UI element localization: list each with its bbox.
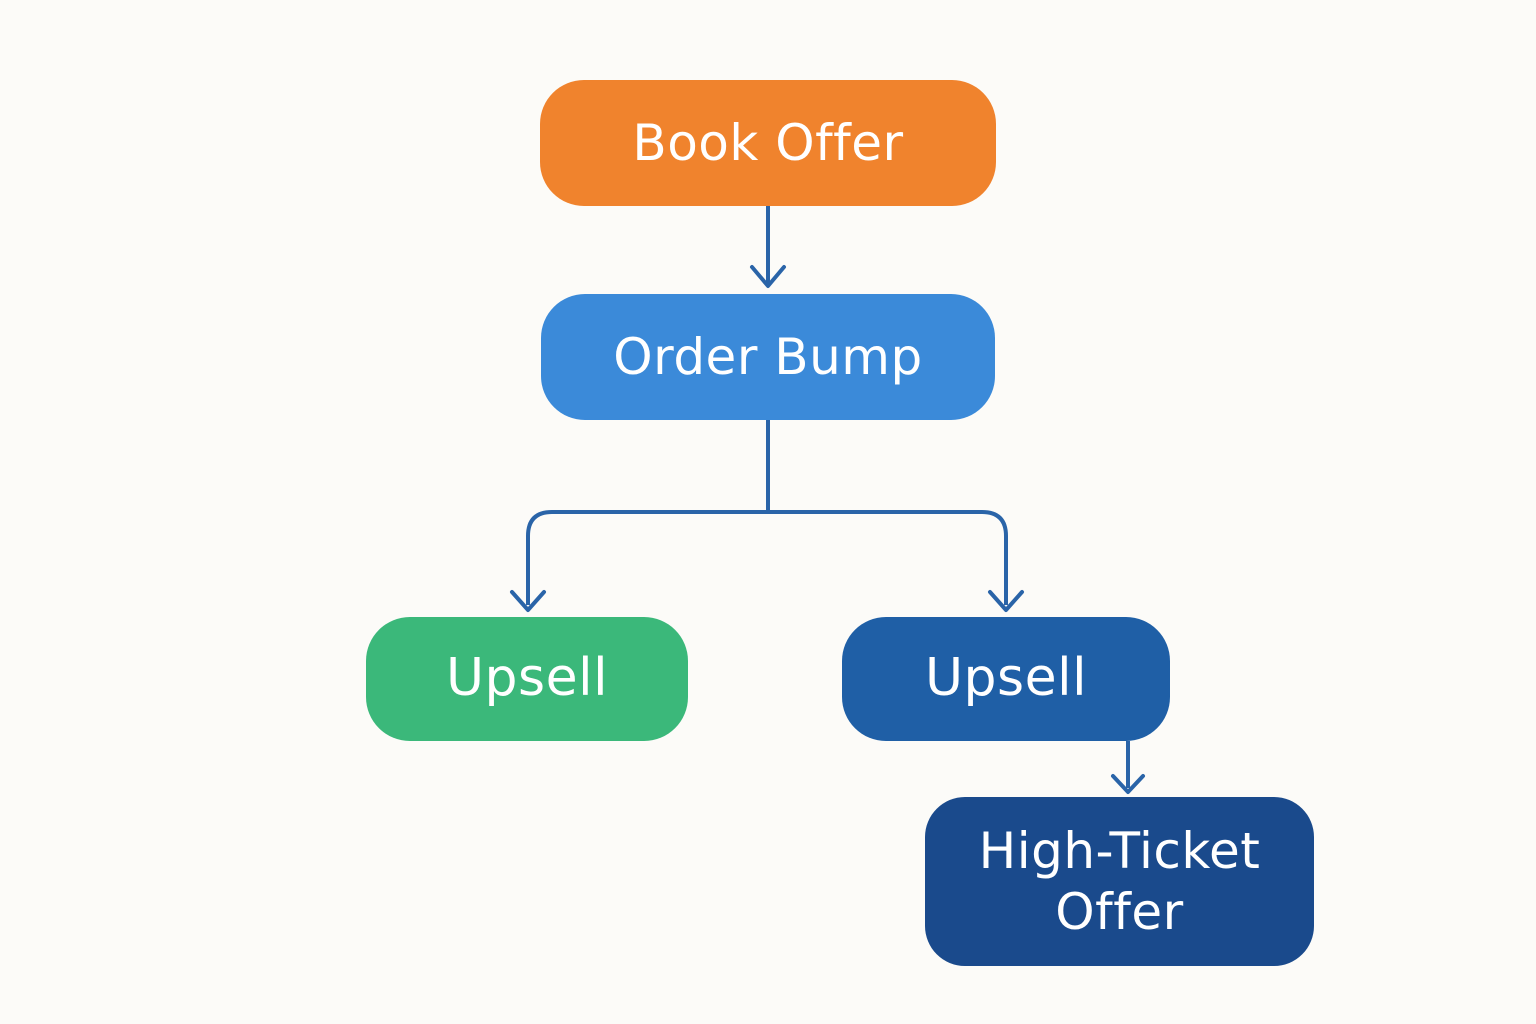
branch-to-upsell-right [768,510,1008,605]
order-bump-node: Order Bump [541,294,995,420]
book-offer-node: Book Offer [540,80,996,206]
upsell-green-label: Upsell [445,648,609,709]
arrowhead-to-upsell-right [988,590,1024,612]
upsell-node-blue: Upsell [842,617,1170,741]
high-ticket-offer-label: High-Ticket Offer [978,821,1261,941]
arrowhead-upsell-to-high-ticket [1111,774,1145,794]
order-bump-label: Order Bump [613,327,923,386]
arrowhead-to-upsell-left [510,590,546,612]
upsell-blue-label: Upsell [924,648,1088,709]
high-ticket-offer-node: High-Ticket Offer [925,797,1314,966]
upsell-node-green: Upsell [366,617,688,741]
branch-to-upsell-left [526,510,768,605]
book-offer-label: Book Offer [632,113,904,172]
arrowhead-book-to-bump [750,265,786,288]
